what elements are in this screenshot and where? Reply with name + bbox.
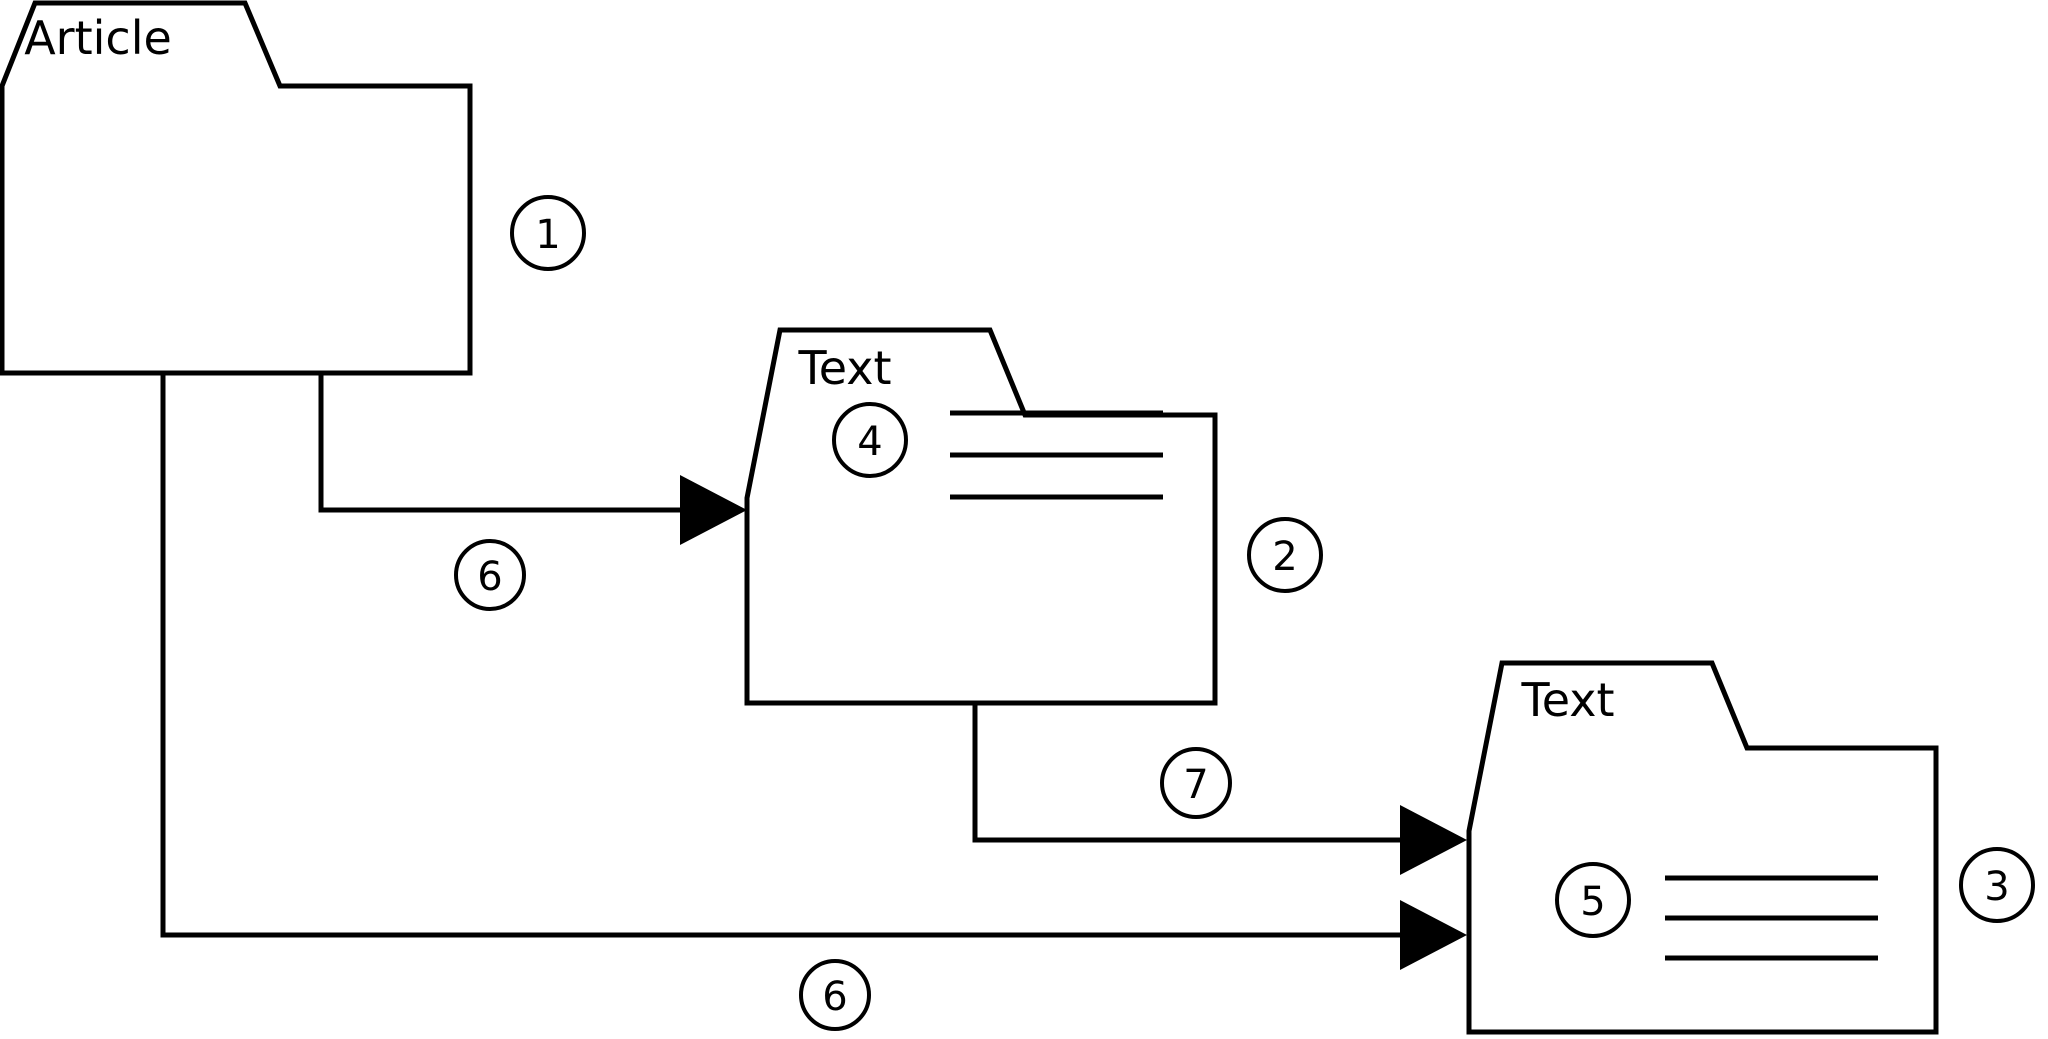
folder-text-right-title: Text: [1520, 673, 1614, 727]
connector-line-text-middle-to-text-right: [972, 703, 1405, 843]
marker-6a[interactable]: 6: [454, 539, 526, 611]
marker-4-label: 4: [857, 419, 882, 465]
folder-text-right-shape: [1466, 660, 1939, 1035]
connector-line-article-to-text-middle: [318, 373, 685, 513]
arrowhead-article-to-text-right: [1400, 900, 1467, 970]
marker-6b-circle: [799, 959, 871, 1031]
folder-article-shape: [0, 0, 473, 376]
arrowhead-text-middle-to-text-right: [1400, 805, 1467, 875]
marker-3-circle: [1959, 847, 2035, 923]
marker-1[interactable]: 1: [510, 195, 586, 271]
folder-text-right[interactable]: Text: [1466, 660, 1939, 1035]
marker-2-label: 2: [1272, 534, 1297, 580]
marker-6a-label: 6: [477, 554, 502, 600]
marker-4[interactable]: 4: [832, 402, 908, 478]
folder-text-middle-content-lines: [950, 410, 1163, 500]
marker-2-circle: [1247, 517, 1323, 593]
connector-line-article-to-text-right: [160, 373, 1405, 938]
marker-7-label: 7: [1183, 762, 1208, 808]
marker-3-label: 3: [1984, 864, 2009, 910]
connector-article-to-text-middle: [318, 373, 747, 545]
marker-1-circle: [510, 195, 586, 271]
folder-article-title: Article: [24, 11, 172, 65]
marker-3[interactable]: 3: [1959, 847, 2035, 923]
marker-4-circle: [832, 402, 908, 478]
marker-1-label: 1: [535, 212, 560, 258]
arrowhead-article-to-text-middle: [680, 475, 747, 545]
folder-text-right-content-lines: [1665, 875, 1878, 961]
connector-text-middle-to-text-right: [972, 703, 1467, 875]
folder-text-middle[interactable]: Text: [744, 327, 1218, 706]
marker-6b-label: 6: [822, 974, 847, 1020]
connector-article-to-text-right: [160, 373, 1467, 970]
marker-7-circle: [1160, 747, 1232, 819]
marker-5-label: 5: [1580, 879, 1605, 925]
marker-2[interactable]: 2: [1247, 517, 1323, 593]
folder-article[interactable]: Article: [0, 0, 473, 376]
marker-6a-circle: [454, 539, 526, 611]
marker-6b[interactable]: 6: [799, 959, 871, 1031]
marker-7[interactable]: 7: [1160, 747, 1232, 819]
folder-text-middle-title: Text: [797, 341, 891, 395]
marker-5[interactable]: 5: [1555, 862, 1631, 938]
marker-5-circle: [1555, 862, 1631, 938]
